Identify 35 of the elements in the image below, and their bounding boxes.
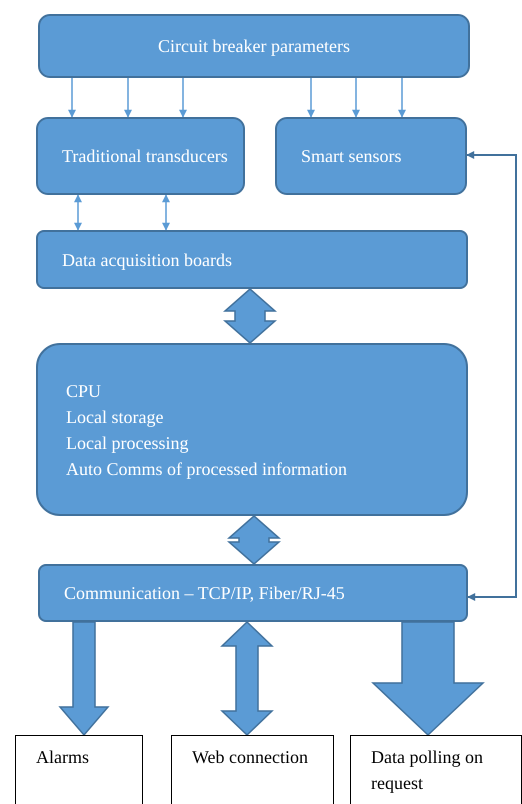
arrow — [352, 78, 360, 118]
process-box — [36, 117, 245, 195]
block-arrow — [371, 621, 485, 736]
process-box — [38, 14, 470, 78]
arrow — [68, 78, 76, 118]
arrow — [124, 78, 132, 118]
box-text: Local processing — [66, 432, 190, 455]
box-text: Data acquisition boards — [62, 248, 233, 272]
block-arrow — [223, 288, 277, 344]
block-arrow — [220, 620, 274, 736]
box-text: Web connection — [192, 746, 310, 769]
box-text: Communication – TCP/IP, Fiber/RJ-45 — [64, 582, 346, 605]
box-text: Local storage — [66, 406, 164, 429]
connector-arrow — [466, 151, 517, 601]
arrow — [179, 78, 187, 118]
process-box — [275, 117, 467, 195]
block-arrow — [58, 621, 110, 736]
box-text: Traditional transducers — [62, 145, 229, 168]
arrow — [398, 78, 406, 118]
box-text: CPU — [66, 380, 102, 402]
output-box — [171, 735, 334, 804]
arrow — [162, 194, 170, 231]
box-text: Smart sensors — [301, 145, 402, 168]
box-text: Data polling on request — [371, 746, 484, 795]
arrow — [307, 78, 315, 118]
arrow — [74, 194, 82, 231]
output-box — [350, 735, 522, 804]
process-box — [36, 230, 468, 289]
process-box — [38, 564, 468, 622]
box-text: Auto Comms of processed information — [66, 458, 348, 481]
block-arrow — [227, 515, 281, 565]
box-text: Alarms — [36, 746, 90, 769]
box-text: Circuit breaker parameters — [158, 35, 350, 58]
output-box — [15, 735, 143, 804]
process-box — [36, 343, 468, 516]
